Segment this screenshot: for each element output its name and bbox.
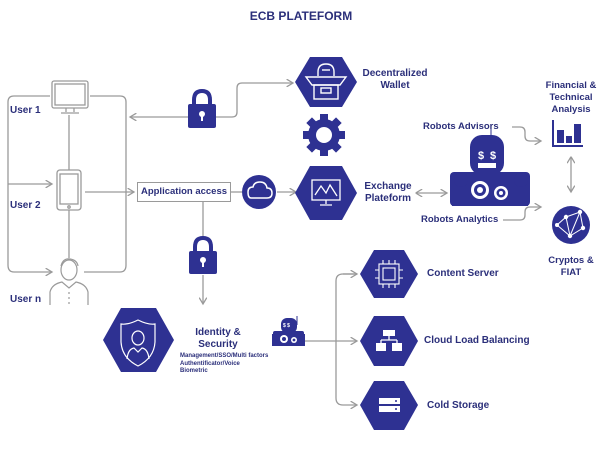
identity-details: Management/SSO/Multi factors Authentific…	[180, 353, 280, 376]
connector-user-loop-right	[84, 95, 127, 273]
identity-detail-1: Management/SSO/Multi factors	[180, 353, 269, 359]
monitor-icon	[51, 80, 89, 114]
wallet-hexagon-icon	[295, 57, 357, 107]
gear-icon	[303, 114, 345, 156]
robot-icon: $ $	[450, 128, 530, 206]
cryptos-line2: FIAT	[560, 267, 582, 278]
analysis-line3: Analysis	[551, 104, 591, 115]
connector-lock-to-wallet	[214, 83, 293, 118]
user-n-label: User n	[10, 294, 42, 305]
person-icon	[49, 258, 89, 305]
analysis-label: Financial & Technical Analysis	[538, 80, 602, 116]
load-balancing-hexagon-icon	[360, 316, 418, 366]
robots-analytics-label: Robots Analytics	[421, 214, 499, 225]
identity-hexagon-icon	[103, 308, 174, 372]
identity-line2: Security	[198, 339, 238, 350]
wallet-label-line2: Wallet	[380, 80, 410, 91]
connector-advisors-analysis	[512, 126, 541, 141]
cloud-icon	[242, 175, 276, 209]
lock-icon-bottom	[189, 235, 217, 274]
identity-detail-2: Authentificator/Voice	[180, 360, 240, 367]
svg-text:$ $: $ $	[283, 323, 290, 329]
exchange-hexagon-icon	[295, 166, 357, 220]
cold-storage-label: Cold Storage	[427, 400, 490, 411]
identity-line1: Identity &	[195, 327, 241, 338]
analysis-line1: Financial &	[545, 80, 597, 91]
svg-text:$: $	[490, 150, 496, 162]
content-server-hexagon-icon	[360, 250, 418, 298]
cryptos-label: Cryptos & FIAT	[540, 255, 602, 279]
wallet-label-line1: Decentralized	[362, 68, 428, 79]
content-server-label: Content Server	[427, 268, 499, 279]
connectors	[7, 83, 571, 405]
user-1-label: User 1	[10, 105, 41, 116]
svg-text:$: $	[478, 150, 484, 162]
identity-label: Identity & Security	[188, 327, 248, 351]
diagram-title: ECB PLATEFORM	[249, 9, 353, 23]
connector-services-vertical	[335, 273, 357, 405]
exchange-label: Exchange Plateform	[355, 181, 421, 205]
lock-icon-top	[188, 88, 216, 128]
cryptos-line1: Cryptos &	[548, 255, 594, 266]
bar-chart-icon	[552, 120, 583, 147]
robots-advisors-label: Robots Advisors	[423, 121, 499, 132]
application-access-box[interactable]: Application access	[137, 182, 231, 202]
cold-storage-hexagon-icon	[360, 381, 418, 430]
connector-analytics-cryptos	[503, 207, 541, 221]
small-robot-icon: $ $	[272, 316, 305, 346]
identity-detail-3: Biometric	[180, 368, 208, 374]
load-balancing-label: Cloud Load Balancing	[424, 335, 530, 346]
exchange-label-line1: Exchange	[364, 181, 412, 192]
wallet-label: Decentralized Wallet	[355, 68, 435, 92]
globe-icon	[552, 206, 590, 244]
tablet-icon	[56, 169, 82, 211]
exchange-label-line2: Plateform	[364, 193, 412, 204]
user-2-label: User 2	[10, 200, 41, 211]
analysis-line2: Technical	[549, 92, 593, 103]
